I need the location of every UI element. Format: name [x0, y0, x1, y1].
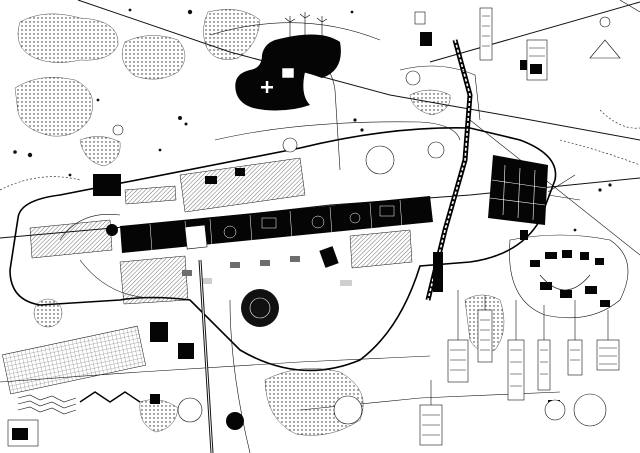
terraced-fields — [2, 157, 413, 395]
tree-dots — [13, 8, 612, 232]
organic-clusters — [14, 9, 505, 436]
wind-turbine-icon — [284, 12, 328, 44]
compass-circle-icon — [33, 70, 607, 430]
east-cluster-buildings — [520, 230, 610, 307]
section-strips — [419, 290, 620, 446]
periphery-lines — [0, 0, 640, 191]
central-spine-buildings — [120, 196, 433, 253]
south-road — [198, 259, 251, 453]
legend-graphics — [7, 391, 141, 447]
east-dark-block — [488, 155, 581, 225]
plus-cross-icon — [261, 81, 273, 93]
tower-strips — [479, 7, 548, 81]
north-black-island — [235, 34, 341, 111]
